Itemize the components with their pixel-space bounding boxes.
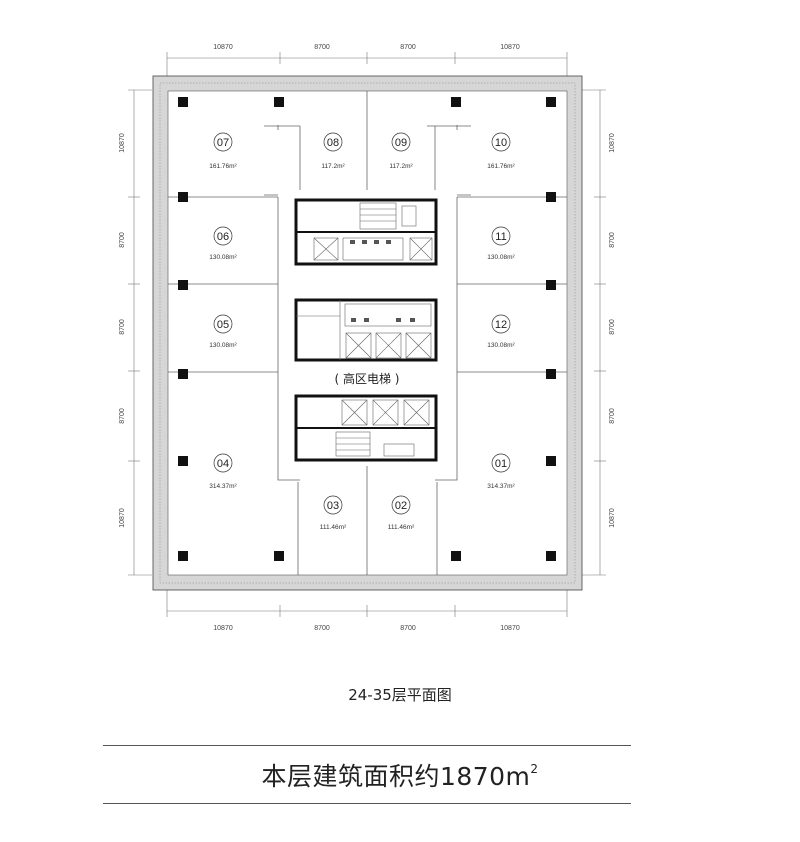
unit-01: 01 314.37m² [487, 453, 516, 490]
unit-area: 314.37m² [487, 483, 515, 490]
dim-top-2: 8700 [314, 44, 330, 51]
unit-area: 130.08m² [487, 254, 515, 261]
core-central [294, 298, 438, 362]
dim-left-2: 8700 [119, 232, 126, 248]
unit-number: 10 [495, 137, 507, 149]
area-caption-text: 本层建筑面积约1870m [261, 762, 531, 791]
unit-area: 130.08m² [209, 342, 237, 349]
core-north [294, 198, 438, 266]
unit-number: 04 [217, 458, 229, 470]
dim-right-1: 10870 [609, 133, 616, 153]
dim-right-4: 8700 [609, 408, 616, 424]
core-south [294, 394, 438, 462]
dim-top-3: 8700 [400, 44, 416, 51]
unit-number: 11 [495, 231, 506, 243]
unit-08: 08 117.2m² [321, 132, 346, 170]
unit-07: 07 161.76m² [209, 132, 238, 170]
unit-area: 130.08m² [487, 342, 515, 349]
dim-left-1: 10870 [119, 133, 126, 153]
unit-09: 09 117.2m² [389, 132, 414, 170]
dim-bottom-4: 10870 [500, 625, 520, 632]
unit-number: 05 [217, 319, 229, 331]
dim-top-4: 10870 [500, 44, 520, 51]
dimension-lines [128, 52, 606, 617]
unit-labels: 07 161.76m² 08 117.2m² 09 117.2m² 10 161… [209, 132, 516, 531]
unit-area: 117.2m² [389, 163, 413, 170]
unit-area: 314.37m² [209, 483, 237, 490]
core-label: ( 高区电梯 ) [335, 371, 400, 386]
unit-number: 01 [495, 458, 507, 470]
dim-right-2: 8700 [609, 232, 616, 248]
structural-columns [178, 97, 556, 561]
unit-area: 111.46m² [388, 524, 415, 531]
dim-left-3: 8700 [119, 319, 126, 335]
unit-number: 03 [327, 500, 339, 512]
unit-12: 12 130.08m² [487, 314, 516, 349]
unit-10: 10 161.76m² [487, 132, 516, 170]
dim-bottom-3: 8700 [400, 625, 416, 632]
area-caption: 本层建筑面积约1870m2 [0, 757, 800, 793]
partitions [168, 91, 567, 575]
dim-left-5: 10870 [119, 508, 126, 528]
floor-caption: 24-35层平面图 [348, 686, 452, 704]
dim-top-1: 10870 [213, 44, 233, 51]
unit-area: 130.08m² [209, 254, 237, 261]
unit-11: 11 130.08m² [487, 226, 516, 261]
unit-number: 12 [495, 319, 507, 331]
unit-05: 05 130.08m² [209, 314, 238, 349]
unit-area: 161.76m² [487, 163, 515, 170]
dim-bottom-2: 8700 [314, 625, 330, 632]
area-caption-superscript: 2 [530, 762, 539, 776]
unit-03: 03 111.46m² [320, 495, 347, 531]
dim-bottom-1: 10870 [213, 625, 233, 632]
unit-number: 07 [217, 137, 229, 149]
unit-06: 06 130.08m² [209, 226, 238, 261]
unit-number: 08 [327, 137, 339, 149]
dim-left-4: 8700 [119, 408, 126, 424]
unit-number: 09 [395, 137, 407, 149]
unit-02: 02 111.46m² [388, 495, 415, 531]
unit-04: 04 314.37m² [209, 453, 238, 490]
dim-right-5: 10870 [609, 508, 616, 528]
dim-right-3: 8700 [609, 319, 616, 335]
unit-area: 117.2m² [321, 163, 345, 170]
divider-top [103, 745, 631, 746]
dimension-labels: 10870 8700 8700 10870 10870 8700 8700 10… [119, 44, 616, 632]
unit-number: 02 [395, 500, 407, 512]
unit-area: 161.76m² [209, 163, 237, 170]
unit-number: 06 [217, 231, 229, 243]
divider-bottom [103, 803, 631, 804]
unit-area: 111.46m² [320, 524, 347, 531]
